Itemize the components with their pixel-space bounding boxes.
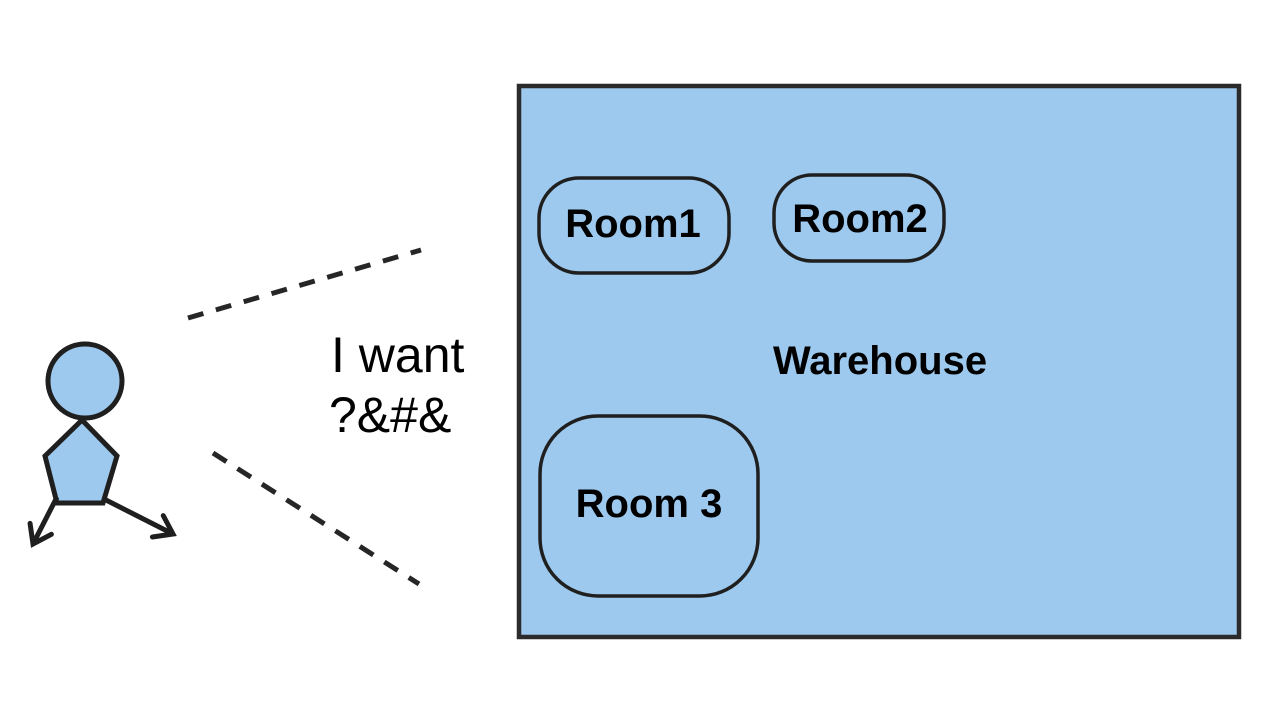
dashed-line-upper <box>187 247 422 321</box>
person-right-leg-arrow <box>102 496 177 540</box>
room2-box <box>772 173 946 263</box>
dashed-line-lower <box>211 450 421 587</box>
warehouse-label: Warehouse <box>773 339 987 383</box>
room1-label: Room1 <box>565 202 701 246</box>
person-head <box>45 341 125 421</box>
person-left-leg-arrow <box>27 495 60 548</box>
speech-text-line1: I want <box>331 327 465 383</box>
room3-label: Room 3 <box>576 482 723 526</box>
room1-box <box>537 176 731 275</box>
person-body <box>42 416 120 506</box>
person-figure <box>27 341 177 548</box>
room2-label: Room2 <box>792 197 928 241</box>
speech-text-line2: ?&#& <box>329 387 451 443</box>
room3-box <box>538 414 760 598</box>
